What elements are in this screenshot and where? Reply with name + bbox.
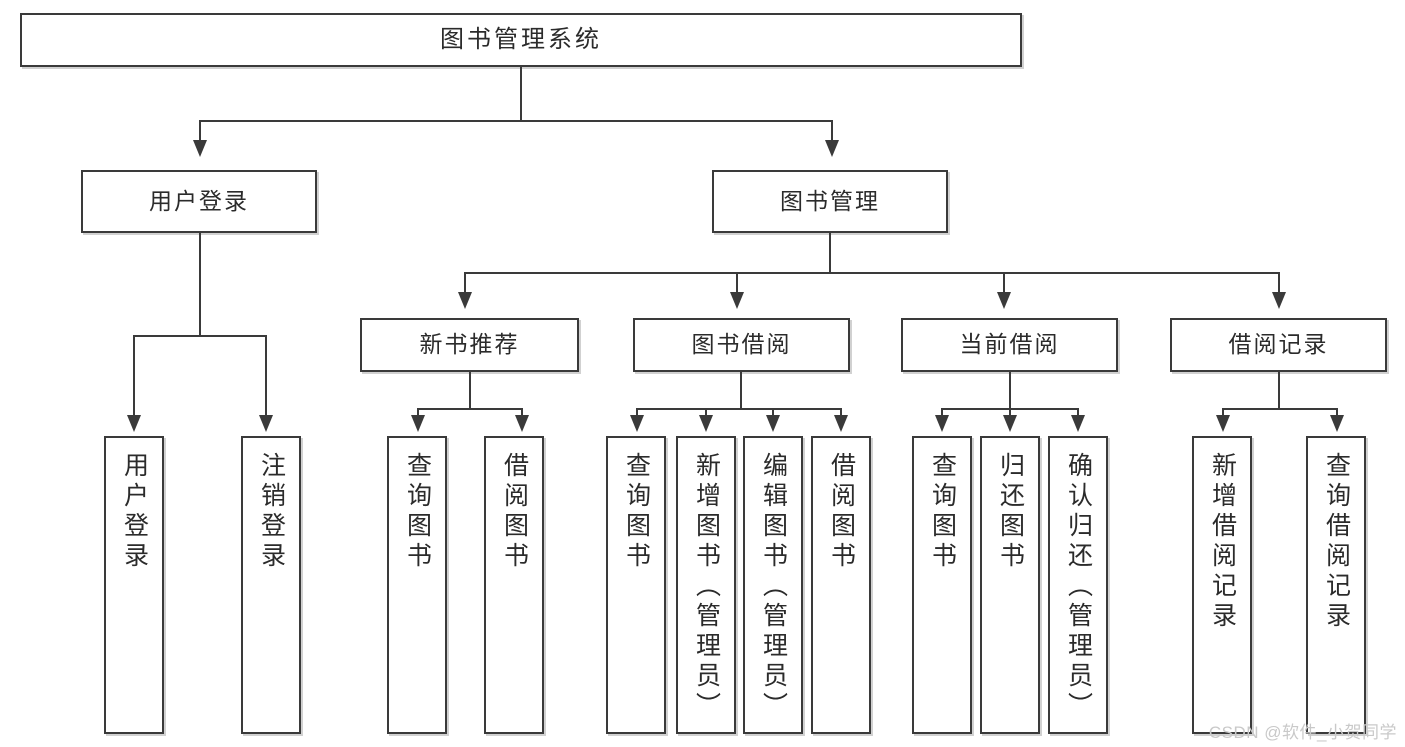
leaf-logout[interactable]: 注销登录: [241, 436, 301, 734]
arrow-to-nbr-leaf-1: [411, 415, 425, 432]
arrow-to-br-leaf-2: [1330, 415, 1344, 432]
arrow-to-current-borrow: [997, 292, 1011, 309]
connector-root-bus: [199, 120, 833, 122]
arrow-to-leaf-user-login: [127, 415, 141, 432]
leaf-cb-query-book[interactable]: 查询图书: [912, 436, 972, 734]
node-label: 图书借阅: [691, 331, 792, 358]
connector-level3-drop-1: [464, 272, 466, 294]
connector-br-drop-2: [1336, 408, 1338, 417]
node-label: 确认归还（管理员）: [1064, 452, 1093, 722]
node-label: 图书管理: [780, 187, 880, 214]
arrow-to-book-borrow: [730, 292, 744, 309]
connector-book-manage-stem: [829, 233, 831, 273]
connector-br-drop-1: [1222, 408, 1224, 417]
connector-cb-stem: [1009, 372, 1011, 409]
arrow-to-bb-leaf-2: [699, 415, 713, 432]
arrow-to-leaf-logout: [259, 415, 273, 432]
node-label: 注销登录: [257, 452, 286, 572]
node-label: 借阅图书: [827, 452, 856, 572]
connector-level3-drop-2: [736, 272, 738, 294]
arrow-to-cb-leaf-3: [1071, 415, 1085, 432]
node-user-login[interactable]: 用户登录: [81, 170, 317, 233]
connector-cb-drop-2: [1009, 408, 1011, 417]
leaf-bb-query-book[interactable]: 查询图书: [606, 436, 666, 734]
node-label: 新增借阅记录: [1208, 452, 1237, 632]
leaf-br-query-record[interactable]: 查询借阅记录: [1306, 436, 1366, 734]
node-label: 新书推荐: [419, 331, 520, 358]
connector-br-stem: [1278, 372, 1280, 409]
arrow-to-nbr-leaf-2: [515, 415, 529, 432]
connector-level3-drop-3: [1003, 272, 1005, 294]
connector-root-drop-1: [199, 120, 201, 142]
node-label: 借阅记录: [1228, 331, 1329, 358]
arrow-to-user-login: [193, 140, 207, 157]
connector-bb-drop-4: [840, 408, 842, 417]
leaf-bb-edit-book-admin[interactable]: 编辑图书（管理员）: [743, 436, 803, 734]
watermark: CSDN @软件_小贺同学: [1208, 723, 1397, 742]
node-label: 查询图书: [622, 452, 651, 572]
arrow-to-book-manage: [825, 140, 839, 157]
connector-nbr-drop-1: [417, 408, 419, 417]
leaf-bb-borrow-book[interactable]: 借阅图书: [811, 436, 871, 734]
leaf-nbr-query-book[interactable]: 查询图书: [387, 436, 447, 734]
connector-bb-bus: [636, 408, 841, 410]
leaf-bb-add-book-admin[interactable]: 新增图书（管理员）: [676, 436, 736, 734]
node-current-borrow[interactable]: 当前借阅: [901, 318, 1118, 372]
connector-root-stem: [520, 67, 522, 121]
leaf-cb-confirm-return-admin[interactable]: 确认归还（管理员）: [1048, 436, 1108, 734]
connector-level3-bus: [464, 272, 1280, 274]
node-book-borrow[interactable]: 图书借阅: [633, 318, 850, 372]
node-label: 归还图书: [996, 452, 1025, 572]
leaf-br-add-record[interactable]: 新增借阅记录: [1192, 436, 1252, 734]
connector-br-bus: [1222, 408, 1337, 410]
arrow-to-br-leaf-1: [1216, 415, 1230, 432]
connector-bb-drop-2: [705, 408, 707, 417]
node-label: 用户登录: [149, 187, 249, 214]
connector-user-login-stem: [199, 233, 201, 336]
leaf-user-login[interactable]: 用户登录: [104, 436, 164, 734]
arrow-to-bb-leaf-4: [834, 415, 848, 432]
connector-bb-stem: [740, 372, 742, 409]
node-book-manage[interactable]: 图书管理: [712, 170, 948, 233]
node-label: 新增图书（管理员）: [692, 452, 721, 722]
node-label: 查询图书: [403, 452, 432, 572]
connector-nbr-bus: [417, 408, 522, 410]
node-label: 图书管理系统: [440, 25, 602, 53]
arrow-to-borrow-record: [1272, 292, 1286, 309]
leaf-cb-return-book[interactable]: 归还图书: [980, 436, 1040, 734]
node-label: 用户登录: [120, 452, 149, 572]
node-label: 借阅图书: [500, 452, 529, 572]
connector-level3-drop-4: [1278, 272, 1280, 294]
connector-cb-drop-1: [941, 408, 943, 417]
connector-user-login-drop-1: [133, 335, 135, 417]
node-label: 当前借阅: [959, 331, 1060, 358]
node-label: 编辑图书（管理员）: [759, 452, 788, 722]
arrow-to-bb-leaf-3: [766, 415, 780, 432]
arrow-to-cb-leaf-2: [1003, 415, 1017, 432]
arrow-to-new-book-recommend: [458, 292, 472, 309]
arrow-to-cb-leaf-1: [935, 415, 949, 432]
connector-bb-drop-3: [772, 408, 774, 417]
connector-nbr-stem: [469, 372, 471, 409]
node-label: 查询借阅记录: [1322, 452, 1351, 632]
connector-cb-drop-3: [1077, 408, 1079, 417]
connector-root-drop-2: [831, 120, 833, 142]
connector-user-login-bus: [133, 335, 267, 337]
connector-user-login-drop-2: [265, 335, 267, 417]
connector-bb-drop-1: [636, 408, 638, 417]
node-borrow-record[interactable]: 借阅记录: [1170, 318, 1387, 372]
node-root-system[interactable]: 图书管理系统: [20, 13, 1022, 67]
connector-nbr-drop-2: [521, 408, 523, 417]
leaf-nbr-borrow-book[interactable]: 借阅图书: [484, 436, 544, 734]
node-new-book-recommend[interactable]: 新书推荐: [360, 318, 579, 372]
arrow-to-bb-leaf-1: [630, 415, 644, 432]
node-label: 查询图书: [928, 452, 957, 572]
